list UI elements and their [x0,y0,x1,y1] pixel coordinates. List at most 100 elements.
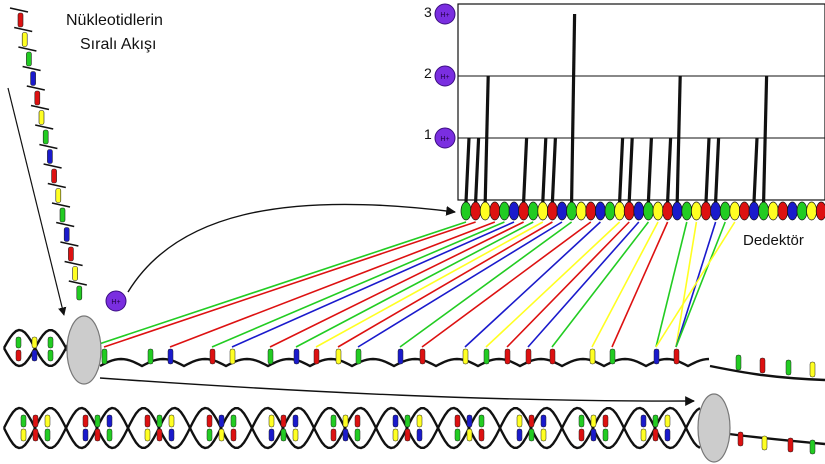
base-pair [354,428,361,442]
connector-line [269,221,524,348]
base-pair [82,414,89,428]
base-pair [602,414,609,428]
base-pair [528,414,535,428]
detector-bead [681,201,693,221]
base-pair [218,428,225,442]
base-pair [466,428,473,442]
base-pair [168,414,175,428]
signal-bar [570,13,577,203]
ion-marker [434,65,456,87]
signal-bar [464,137,471,203]
detector-connectors [89,221,736,348]
detector-bead [671,201,683,221]
synth-base [147,348,154,365]
detector-bead [614,201,625,221]
base-pair [578,428,585,442]
base-pair [47,349,54,362]
y-tick-2: 2 [424,65,432,81]
base-pair [268,428,275,442]
detector-bead [652,201,664,221]
polymerase-enzyme-2 [697,393,731,463]
flow-nucleotide [26,85,45,106]
detector-bead [604,201,616,221]
flow-nucleotide [35,124,54,145]
flow-nucleotide [43,163,62,184]
detector-bead [518,201,529,221]
base-pair [392,414,399,428]
detector-bead [796,201,808,221]
detector-bead [662,201,673,221]
synth-base [229,348,236,365]
base-pair [664,428,671,442]
y-tick-3: 3 [424,4,432,20]
connector-line [357,221,563,348]
base-pair [392,428,399,442]
base-pair [20,428,27,442]
base-pair [292,414,299,428]
detector-label: Dedektör [743,232,804,249]
detector-bead [633,201,645,221]
detector-bead [777,201,789,221]
base-pair [652,428,659,442]
signal-bar [704,137,711,203]
synth-base [653,348,660,365]
base-pair [280,428,287,442]
flow-title-line1: Nükleotidlerin [66,12,163,29]
signal-bar [752,137,759,203]
flow-nucleotide [64,260,83,281]
hydrogen-ion-scale: H+H+H+ [434,3,456,149]
synth-base [167,348,174,365]
detector-bead [595,201,606,221]
base-pair [664,414,671,428]
base-pair [540,428,547,442]
base-pair [590,428,597,442]
base-pair [47,336,54,349]
flow-nucleotide [47,182,66,203]
detector-bead [460,201,472,221]
synth-base [549,348,556,365]
detector-bead [470,201,481,221]
ion-marker [434,3,456,25]
tail-base [759,357,766,374]
dna-strand-template [2,406,825,455]
signal-bar [675,75,682,203]
detector-bead [643,201,654,221]
base-pair [82,428,89,442]
base-pair [44,414,51,428]
base-pair [168,428,175,442]
detector-bead [787,201,798,221]
base-pair [32,414,39,428]
connector-line [295,221,534,348]
detector-bead [767,201,779,221]
strand1-left-backbone [2,328,72,367]
base-pair [144,428,151,442]
flow-nucleotide [60,241,79,262]
base-pair [20,414,27,428]
base-pair [15,349,22,362]
base-pair [416,414,423,428]
connector-line [611,221,669,348]
detector-bead [806,201,817,221]
detector-bead [547,201,558,221]
synth-base [609,348,616,365]
synth-base [101,348,108,365]
dna-strand-sequencing [2,328,825,382]
base-pair [218,414,225,428]
connector-line [399,221,573,348]
detector-bead [758,201,769,221]
ion-marker [434,127,456,149]
detector-bead [556,201,568,221]
detector-bead [739,201,750,221]
tail-base [809,361,816,378]
flow-nucleotide [14,26,33,47]
connector-line [591,221,659,348]
base-pair [94,428,101,442]
signal-bar [522,137,529,203]
base-pair [528,428,535,442]
synth-base [209,348,216,365]
connector-line [211,221,505,348]
flow-nucleotide [9,7,29,28]
synth-base [397,348,404,365]
base-pair [466,414,473,428]
flow-nucleotide [30,104,50,125]
